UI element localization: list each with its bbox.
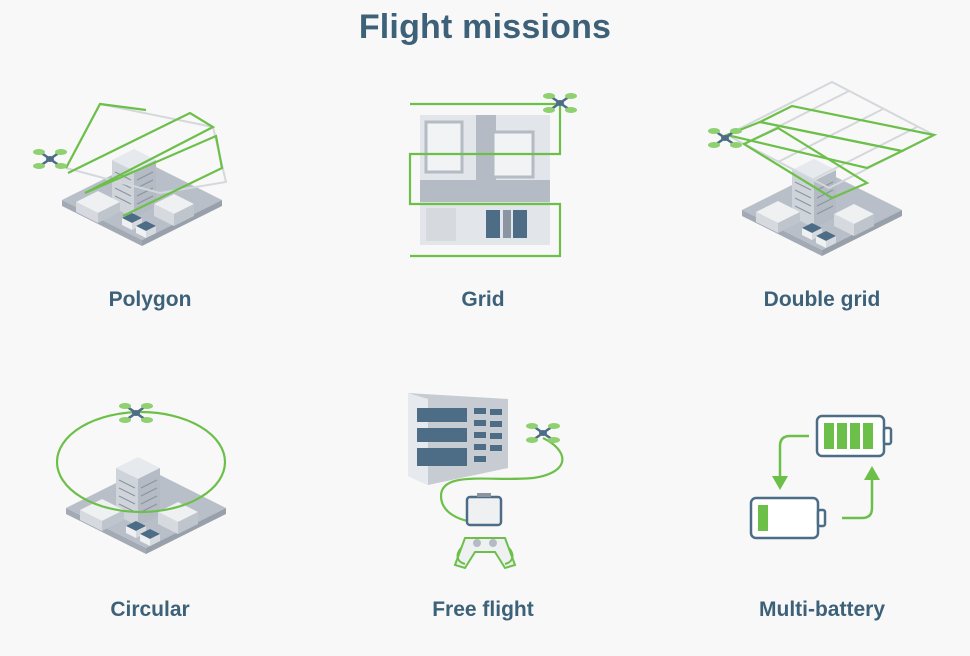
mission-card-double-grid[interactable]: Double grid bbox=[672, 70, 970, 311]
mission-card-grid[interactable]: Grid bbox=[333, 70, 633, 311]
mission-card-polygon[interactable]: Polygon bbox=[0, 70, 300, 311]
multi-battery-mission-icon bbox=[749, 414, 893, 540]
circular-mission-icon bbox=[55, 401, 227, 555]
mission-card-multi-battery[interactable]: Multi-battery bbox=[672, 390, 970, 621]
double-grid-mission-icon bbox=[706, 80, 938, 257]
mission-label-multi-battery: Multi-battery bbox=[759, 598, 885, 621]
mission-label-free-flight: Free flight bbox=[432, 598, 534, 621]
mission-label-grid: Grid bbox=[461, 288, 505, 311]
grid-mission-icon bbox=[408, 91, 579, 258]
mission-card-free-flight[interactable]: Free flight bbox=[333, 390, 633, 621]
mission-label-circular: Circular bbox=[110, 598, 190, 621]
free-flight-mission-icon bbox=[408, 393, 564, 570]
mission-label-double-grid: Double grid bbox=[763, 288, 881, 311]
page-title: Flight missions bbox=[358, 8, 612, 46]
polygon-mission-icon bbox=[31, 102, 228, 247]
mission-card-circular[interactable]: Circular bbox=[0, 390, 300, 621]
mission-label-polygon: Polygon bbox=[108, 288, 192, 311]
